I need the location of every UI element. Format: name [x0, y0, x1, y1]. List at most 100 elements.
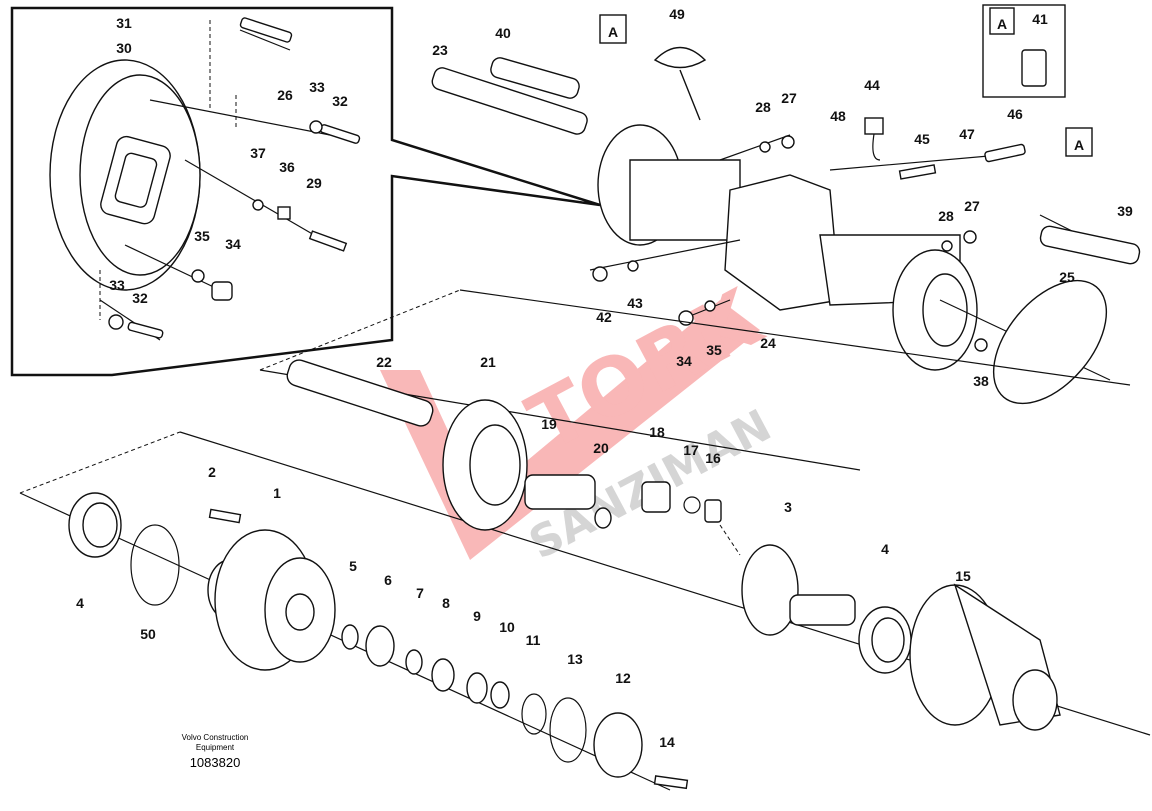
plug-38 — [974, 338, 988, 352]
callouts-hub: 2 1 4 50 5 6 7 8 9 10 11 13 12 14 4 15 — [76, 464, 971, 750]
o-ring-35 — [191, 269, 205, 283]
shaft-22 — [286, 359, 434, 427]
nut-33b — [108, 314, 124, 330]
callout: 18 — [649, 424, 665, 440]
callouts-inset: 31 30 26 33 32 37 36 29 35 34 33 32 — [109, 15, 348, 306]
callout: 16 — [705, 450, 721, 466]
callout: 49 — [669, 6, 685, 22]
callout: 24 — [760, 335, 776, 351]
spacer-20 — [594, 507, 612, 529]
callout: 23 — [432, 42, 448, 58]
bolt-14 — [653, 775, 689, 790]
callout: 4 — [881, 541, 889, 557]
plug-27b — [963, 230, 977, 244]
publisher-line2: Equipment — [196, 743, 235, 752]
bolt-2 — [208, 508, 242, 524]
lock-ring-6 — [365, 625, 395, 667]
callout: 34 — [225, 236, 241, 252]
plug-27 — [781, 135, 795, 149]
bolt-41 — [1021, 49, 1047, 87]
callout: 14 — [659, 734, 675, 750]
publisher-line1: Volvo Construction — [182, 733, 249, 742]
callout: 9 — [473, 608, 481, 624]
detail-a-marker-left — [599, 14, 627, 44]
washer-37 — [252, 199, 264, 211]
callout: 45 — [914, 131, 930, 147]
callout: 21 — [480, 354, 496, 370]
callout: 20 — [593, 440, 609, 456]
drawing-number: 1083820 — [190, 755, 241, 770]
callout: 10 — [499, 619, 515, 635]
callout: 28 — [755, 99, 771, 115]
gear-16 — [704, 499, 722, 523]
axle-housing — [597, 124, 978, 371]
washer-5 — [341, 624, 359, 650]
bolt-26 — [239, 17, 293, 43]
callout: 43 — [627, 295, 643, 311]
plug-36 — [277, 206, 291, 220]
callout: 32 — [132, 290, 148, 306]
callout: 46 — [1007, 106, 1023, 122]
callout: 35 — [706, 342, 722, 358]
callout: 37 — [250, 145, 266, 161]
nut-8 — [431, 658, 455, 692]
callout: 6 — [384, 572, 392, 588]
callout: 34 — [676, 353, 692, 369]
cover-12 — [593, 712, 643, 778]
ring-gear-15 — [909, 583, 1061, 731]
callout: 48 — [830, 108, 846, 124]
callouts-housing: 40 23 49 44 28 27 48 45 47 46 39 28 27 2… — [432, 6, 1133, 389]
callout: 22 — [376, 354, 392, 370]
circlip-11 — [521, 693, 547, 735]
callout: 15 — [955, 568, 971, 584]
pin-45 — [898, 164, 937, 180]
callout: 12 — [615, 670, 631, 686]
detail-a-marker — [989, 7, 1015, 35]
wheel-hub-1 — [207, 529, 336, 671]
callout: 4 — [76, 595, 84, 611]
washer-7 — [405, 649, 423, 675]
washer-28 — [759, 141, 771, 153]
pin-39 — [1039, 225, 1141, 265]
o-ring-35b — [704, 300, 716, 312]
o-ring-43 — [627, 260, 639, 272]
lock-plate-9 — [466, 672, 488, 704]
callout: 40 — [495, 25, 511, 41]
seal-50 — [130, 524, 180, 606]
sensor-44 — [864, 117, 884, 135]
breather-49 — [653, 46, 707, 121]
callout: 11 — [526, 632, 541, 648]
o-ring-13 — [549, 697, 587, 763]
callout: 50 — [140, 626, 156, 642]
callout: 26 — [277, 87, 293, 103]
detail-a-letter-right: A — [1074, 137, 1084, 153]
callout: 47 — [959, 126, 975, 142]
callout: 32 — [332, 93, 348, 109]
callout: 44 — [864, 77, 880, 93]
detail-a-letter-left: A — [608, 24, 618, 40]
plug-42 — [592, 266, 608, 282]
pin-32b — [127, 321, 164, 339]
detail-a-marker-right — [1065, 127, 1093, 157]
callout: 13 — [567, 651, 583, 667]
callout: 19 — [541, 416, 557, 432]
o-ring-25 — [992, 279, 1108, 405]
inset-detail-frame — [10, 6, 601, 377]
plug-34 — [211, 281, 233, 301]
callout: 1 — [273, 485, 281, 501]
callout: 31 — [116, 15, 132, 31]
detail-a-letter: A — [997, 16, 1007, 32]
callout: 17 — [683, 442, 699, 458]
callout: 2 — [208, 464, 216, 480]
callout: 33 — [309, 79, 325, 95]
callout: 8 — [442, 595, 450, 611]
callout: 36 — [279, 159, 295, 175]
spindle-3 — [741, 544, 856, 636]
callout: 29 — [306, 175, 322, 191]
gear-18 — [641, 481, 671, 513]
callout: 35 — [194, 228, 210, 244]
callout: 25 — [1059, 269, 1075, 285]
callout-41: 41 — [1032, 11, 1048, 27]
callout: 33 — [109, 277, 125, 293]
